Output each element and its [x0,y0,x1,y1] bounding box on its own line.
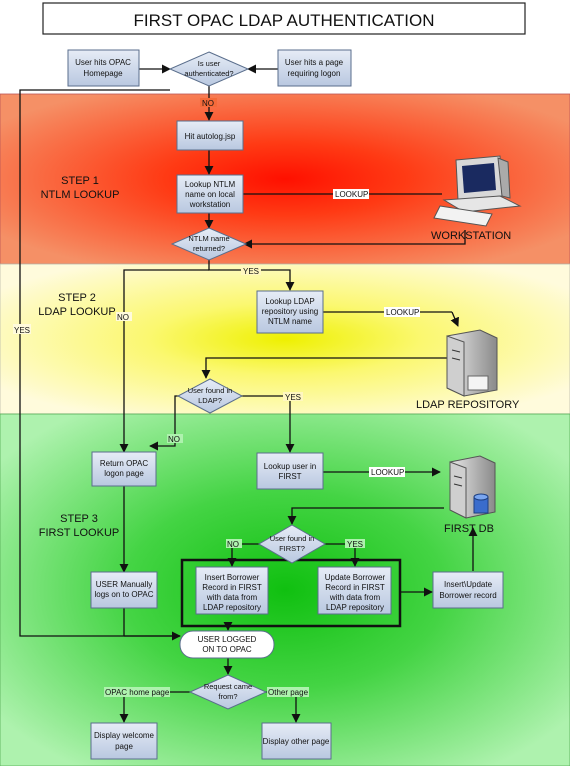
edge-label-other-page: Other page [268,688,309,697]
step3-label: STEP 3 FIRST LOOKUP [39,513,119,539]
box-display-other: Display other page [261,722,332,760]
step2-label: STEP 2 LDAP LOOKUP [38,292,115,318]
edge-label-ldap-yes: YES [285,393,301,402]
edge-label-first-no: NO [227,540,239,549]
edge-label-opac-home: OPAC home page [105,688,170,697]
edge-label-yes-auth: YES [14,326,30,335]
edge-label-ldap-no: NO [168,435,180,444]
ldap-server-icon [446,329,498,397]
edge-label-lookup-ws: LOOKUP [335,190,368,199]
workstation-label: WORKSTATION [431,230,511,242]
edge-label-ntlm-no: NO [117,313,129,322]
svg-text:FIRST LOOKUP: FIRST LOOKUP [39,527,119,539]
svg-text:STEP 3: STEP 3 [60,513,98,525]
edge-label-first-yes: YES [347,540,363,549]
first-db-label: FIRST DB [444,523,494,535]
edge-label-no-auth: NO [202,99,214,108]
box-autolog: Hit autolog.jsp [176,120,244,151]
svg-text:NTLM LOOKUP: NTLM LOOKUP [41,189,120,201]
edge-label-lookup-db: LOOKUP [371,468,404,477]
ldap-repository-label: LDAP REPOSITORY [416,399,520,411]
title: FIRST OPAC LDAP AUTHENTICATION [133,11,434,30]
svg-text:Display other page: Display other page [263,737,330,746]
edge-label-ntlm-yes: YES [243,267,259,276]
step1-label: STEP 1 NTLM LOOKUP [41,175,120,201]
svg-text:STEP 2: STEP 2 [58,292,96,304]
svg-text:STEP 1: STEP 1 [61,175,99,187]
connectors [19,64,478,723]
workstation-icon [433,155,522,227]
title-box [42,2,526,35]
first-db-icon [449,455,496,519]
edge-label-lookup-ldap: LOOKUP [386,308,419,317]
svg-text:LDAP LOOKUP: LDAP LOOKUP [38,306,115,318]
svg-text:Hit autolog.jsp: Hit autolog.jsp [185,132,236,141]
